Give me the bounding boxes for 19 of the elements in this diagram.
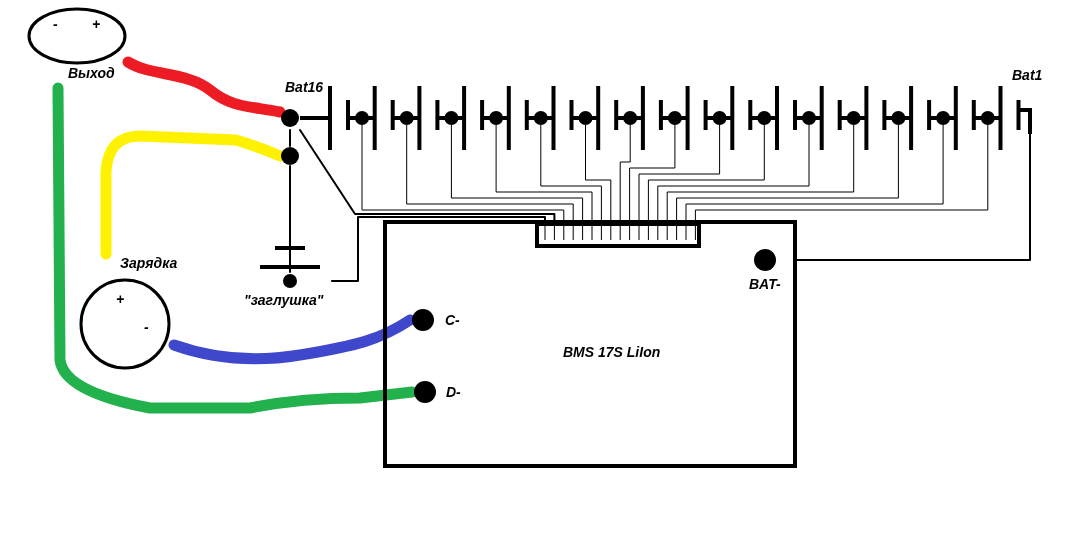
terminal-label: BAT- [749,277,781,292]
wire [122,56,286,118]
connector-label: Выход [68,66,115,81]
conductor-line [331,216,546,282]
bms-board [383,220,797,468]
connector-label: Зарядка [120,256,178,271]
terminal-sign: + [92,17,101,32]
terminal-label: Bat16 [285,80,324,95]
terminal-label: D- [446,385,461,400]
terminal-sign: + [116,292,125,307]
conductor-line [289,165,291,273]
module-label: BMS 17S LiIon [563,345,661,360]
terminal-label: Bat1 [1012,68,1043,83]
terminal-sign: - [144,320,149,335]
conductor-line [289,129,291,147]
cell-label: "заглушка" [244,293,324,308]
conductor-line [299,129,556,223]
terminal-sign: - [53,17,58,32]
terminal-label: C- [445,313,460,328]
